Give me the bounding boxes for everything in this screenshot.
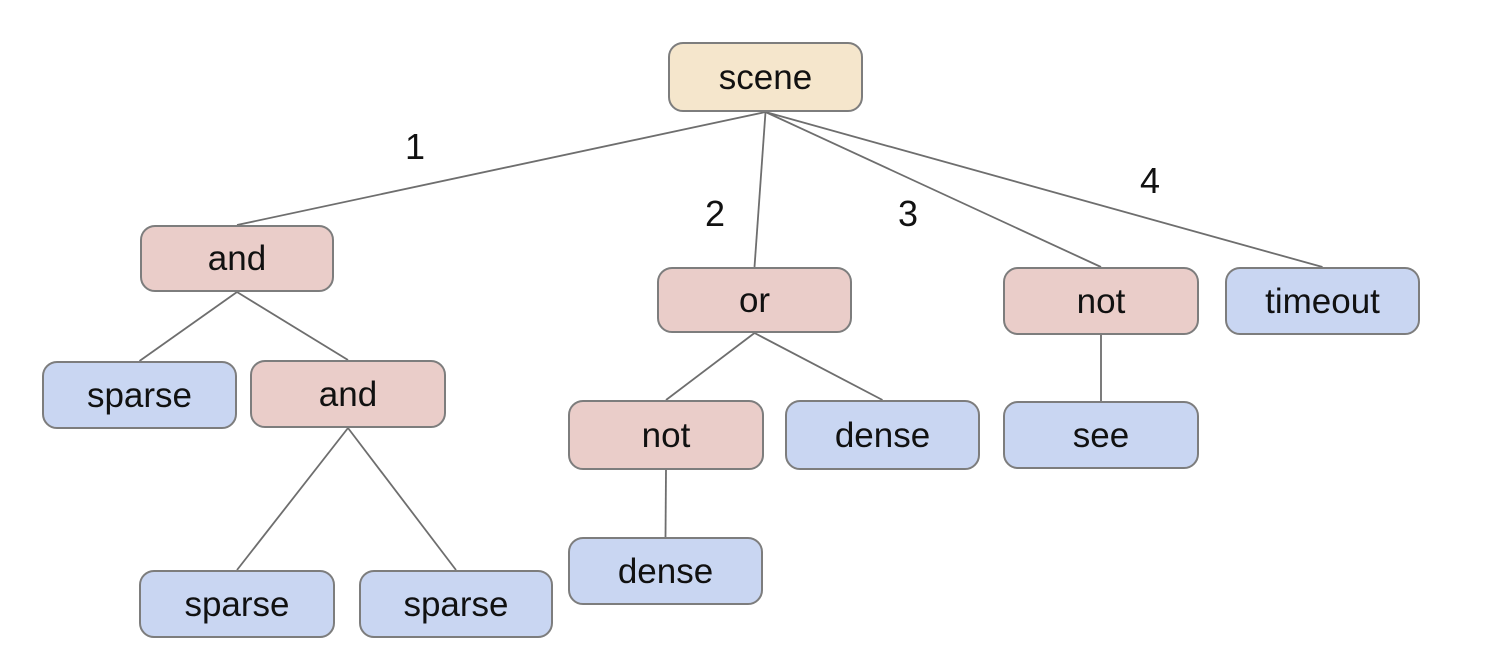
node-and2: and — [250, 360, 446, 428]
node-not2: not — [1003, 267, 1199, 335]
node-label: or — [738, 280, 771, 320]
node-label: and — [207, 239, 267, 278]
edge-scene-or1 — [753, 111, 767, 268]
node-label: timeout — [1265, 281, 1380, 321]
edge-and1-and2 — [236, 291, 349, 361]
edge-label-3: 3 — [897, 193, 919, 234]
node-label: sparse — [403, 584, 509, 624]
node-label: dense — [617, 551, 714, 591]
node-see1: see — [1003, 401, 1199, 469]
edge-and2-sparse2 — [236, 427, 349, 571]
node-scene: scene — [668, 42, 863, 112]
node-sparse3: sparse — [359, 570, 553, 638]
edge-label-4: 4 — [1139, 160, 1161, 201]
node-sparse2: sparse — [139, 570, 335, 638]
edge-or1-dense1 — [754, 332, 883, 401]
node-or1: or — [657, 267, 852, 333]
edge-or1-not1 — [665, 332, 756, 401]
node-and1: and — [140, 225, 334, 292]
edge-scene-timeout1 — [765, 111, 1323, 268]
node-label: dense — [834, 415, 931, 455]
node-sparse1: sparse — [42, 361, 237, 429]
node-label: sparse — [184, 584, 290, 624]
node-dense1: dense — [785, 400, 980, 470]
node-timeout1: timeout — [1225, 267, 1420, 335]
edge-scene-not2 — [765, 111, 1102, 268]
node-label: not — [1076, 281, 1126, 321]
node-label: sparse — [86, 375, 193, 415]
edge-scene-and1 — [236, 111, 766, 226]
edge-and1-sparse1 — [138, 291, 238, 362]
node-dense2: dense — [568, 537, 763, 605]
edge-and2-sparse3 — [347, 427, 457, 571]
node-label: scene — [718, 57, 813, 97]
node-not1: not — [568, 400, 764, 470]
node-label: not — [641, 415, 691, 455]
edge-label-2: 2 — [704, 193, 726, 234]
edge-not1-dense2 — [664, 469, 667, 538]
node-label: see — [1072, 415, 1130, 455]
node-label: and — [318, 374, 378, 414]
edge-label-1: 1 — [404, 126, 426, 167]
